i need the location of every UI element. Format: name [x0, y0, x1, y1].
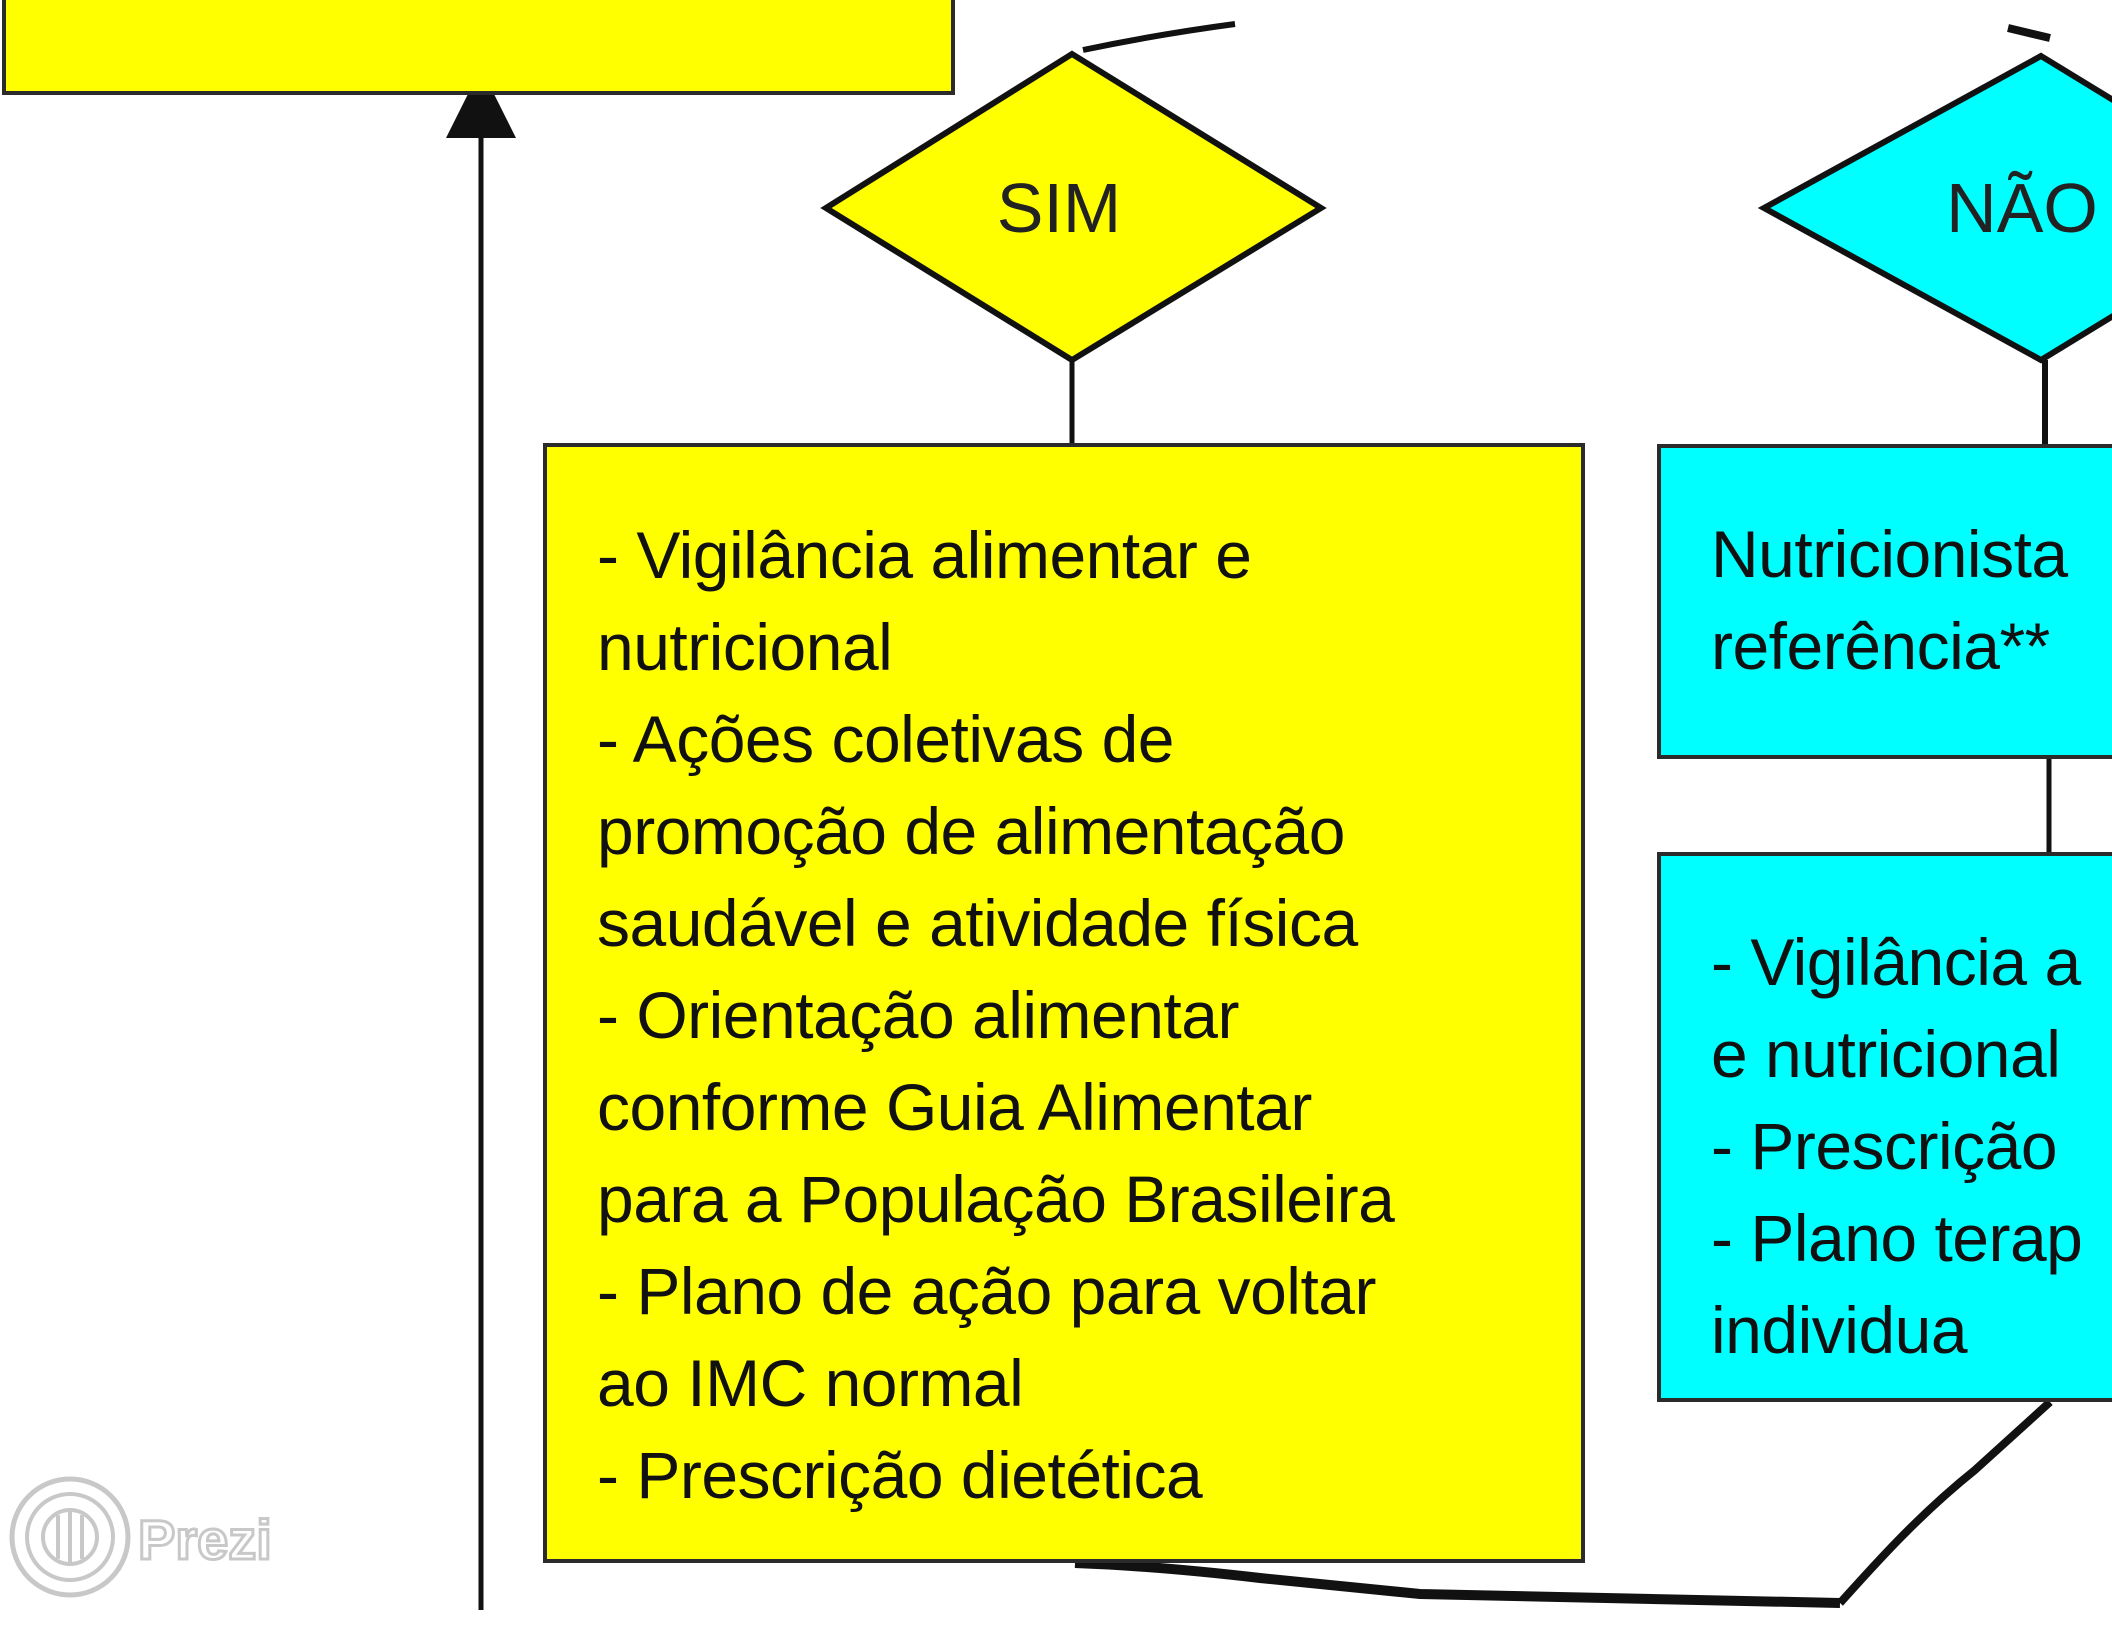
nao-action-line: - Prescrição [1711, 1109, 2058, 1183]
sim-action-line: - Ações coletivas de [597, 702, 1174, 776]
nao-input-line [2007, 24, 2051, 42]
sim-input-line [1082, 21, 1236, 53]
nao-referral-line: referência** [1711, 609, 2050, 683]
prezi-logo: Prezi [9, 1476, 273, 1598]
sim-action-line: - Plano de ação para voltar [597, 1254, 1376, 1328]
sim-action-line: ao IMC normal [597, 1346, 1024, 1420]
nao-action-line: e nutricional [1711, 1017, 2061, 1091]
sim-actions-box: - Vigilância alimentar e nutricional - A… [543, 443, 1585, 1563]
nao-action-line: - Plano terap [1711, 1201, 2083, 1275]
nao-bottom-connector [1837, 1399, 2053, 1606]
top-yellow-box [2, 0, 955, 95]
nao-decision-diamond [1757, 52, 2112, 364]
sim-action-line: - Vigilância alimentar e [597, 518, 1252, 592]
nao-actions-box: - Vigilância a e nutricional - Prescriçã… [1657, 852, 2112, 1402]
sim-decision-label: SIM [996, 169, 1122, 247]
sim-action-line: para a População Brasileira [597, 1162, 1395, 1236]
sim-bottom-connector [1074, 1558, 1841, 1608]
nao-referral-box: Nutricionista referência** [1657, 444, 2112, 759]
sim-action-line: saudável e atividade física [597, 886, 1358, 960]
nao-action-line: individua [1711, 1293, 1968, 1367]
prezi-logo-icon [9, 1476, 131, 1598]
sim-action-line: nutricional [597, 610, 893, 684]
sim-action-line: - Prescrição dietética [597, 1438, 1203, 1512]
nao-action-line: - Vigilância a [1711, 925, 2081, 999]
prezi-wordmark: Prezi [138, 1508, 272, 1571]
nao-referral-line: Nutricionista [1711, 517, 2068, 591]
sim-action-line: promoção de alimentação [597, 794, 1345, 868]
sim-action-line: - Orientação alimentar [597, 978, 1239, 1052]
nao-decision-label: NÃO [1946, 169, 2098, 247]
sim-action-line: conforme Guia Alimentar [597, 1070, 1312, 1144]
